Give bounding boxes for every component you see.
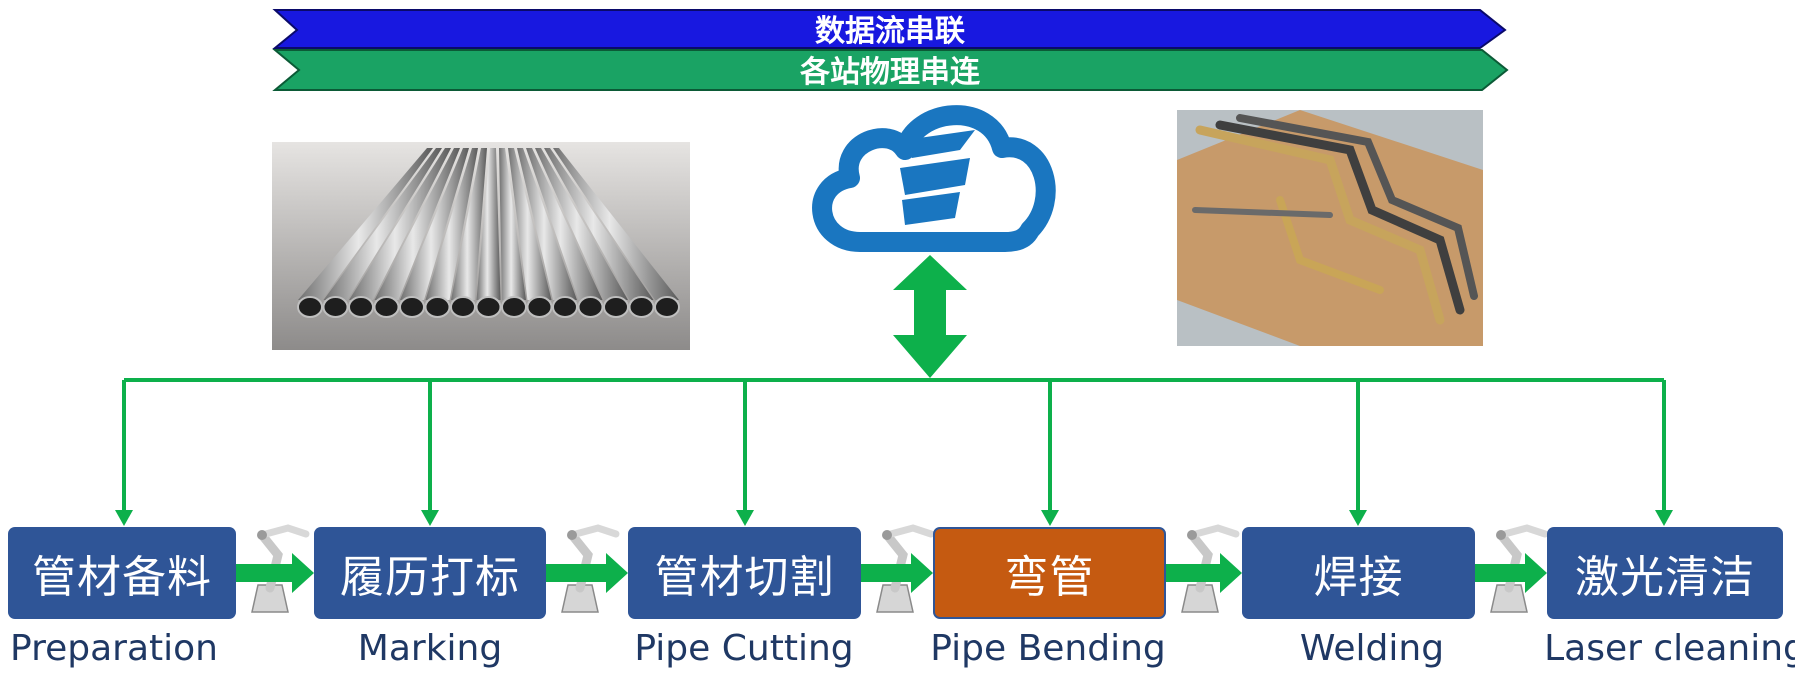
pipes-photo	[272, 142, 690, 350]
stage-pipe-cutting-zh: 管材切割	[654, 552, 835, 603]
flow-arrow	[236, 553, 314, 593]
banner-data-flow: 数据流串联	[272, 9, 1507, 49]
connector-bus	[115, 378, 1673, 526]
drop-arrow	[1349, 380, 1367, 526]
flow-arrow	[861, 553, 933, 593]
drop-arrow	[1041, 380, 1059, 526]
drop-arrow	[1655, 380, 1673, 526]
flow-arrow	[546, 553, 628, 593]
stage-welding-zh: 焊接	[1313, 552, 1404, 603]
stage-pipe-cutting-box[interactable]: 管材切割	[628, 527, 861, 619]
drop-arrow	[421, 380, 439, 526]
stage-pipe-bending-en: Pipe Bending	[930, 628, 1166, 669]
stage-laser-cleaning-box[interactable]: 激光清洁	[1547, 527, 1783, 619]
stage-preparation-zh: 管材备料	[32, 552, 212, 603]
bent-pipes-photo	[1177, 110, 1483, 346]
stage-marking-zh: 履历打标	[340, 552, 520, 603]
stage-laser-cleaning-zh: 激光清洁	[1575, 552, 1755, 603]
banner-physical-chain: 各站物理串连	[272, 49, 1509, 91]
cloud-logo-icon	[812, 105, 1056, 252]
stage-pipe-bending-zh: 弯管	[1004, 552, 1095, 603]
banner-data-flow-label: 数据流串联	[815, 14, 965, 49]
stage-pipe-bending-box[interactable]: 弯管	[933, 527, 1166, 619]
stage-preparation-en: Preparation	[10, 628, 218, 669]
drop-arrow	[736, 380, 754, 526]
stage-pipe-cutting-en: Pipe Cutting	[634, 628, 854, 669]
data-link-double-arrow	[893, 255, 967, 378]
stage-laser-cleaning-en: Laser cleaning	[1544, 628, 1795, 669]
stage-marking-box[interactable]: 履历打标	[314, 527, 546, 619]
stage-preparation-box[interactable]: 管材备料	[8, 527, 236, 619]
drop-arrow	[115, 380, 133, 526]
stage-welding-en: Welding	[1299, 628, 1445, 669]
flow-arrow	[1166, 553, 1242, 593]
banner-physical-chain-label: 各站物理串连	[799, 55, 981, 90]
stage-marking-en: Marking	[357, 628, 503, 669]
stage-welding-box[interactable]: 焊接	[1242, 527, 1475, 619]
flow-arrow	[1475, 553, 1547, 593]
